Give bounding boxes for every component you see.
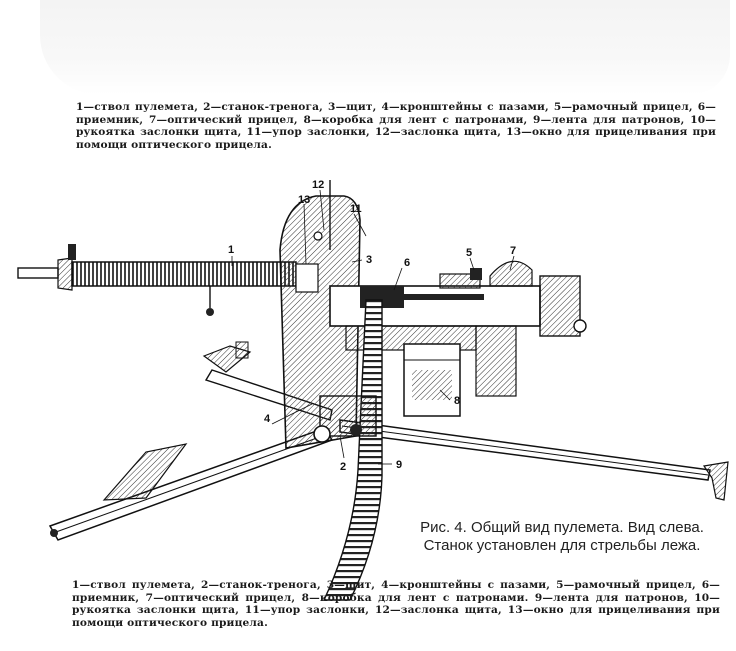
callout-5: 5 — [466, 247, 472, 259]
callout-6: 6 — [404, 257, 410, 269]
figure-caption: Рис. 4. Общий вид пулемета. Вид слева. С… — [420, 519, 704, 554]
leader-lines — [231, 189, 515, 465]
ammo-box — [403, 343, 461, 417]
barrel — [17, 244, 297, 316]
sighting-window — [295, 263, 319, 293]
legend-bottom: 1—ствол пулемета, 2—станок-тренога, 3—щи… — [72, 579, 720, 629]
callout-4: 4 — [264, 413, 271, 425]
frame-sight — [470, 268, 482, 280]
shield — [279, 180, 361, 449]
callout-3: 3 — [366, 254, 372, 266]
page-bleed-through — [40, 0, 730, 95]
callout-8: 8 — [454, 395, 460, 407]
callout-12: 12 — [312, 179, 324, 191]
callout-9: 9 — [396, 459, 402, 471]
legend-top: 1—ствол пулемета, 2—станок-тренога, 3—щи… — [76, 101, 716, 151]
optical-sight — [489, 260, 533, 287]
callout-2: 2 — [340, 461, 346, 473]
callout-11: 11 — [350, 203, 362, 215]
callout-7: 7 — [510, 245, 516, 257]
callout-13: 13 — [298, 194, 310, 206]
tripod-hub — [313, 395, 377, 443]
callout-1: 1 — [228, 244, 234, 256]
ammo-belt — [322, 299, 383, 601]
